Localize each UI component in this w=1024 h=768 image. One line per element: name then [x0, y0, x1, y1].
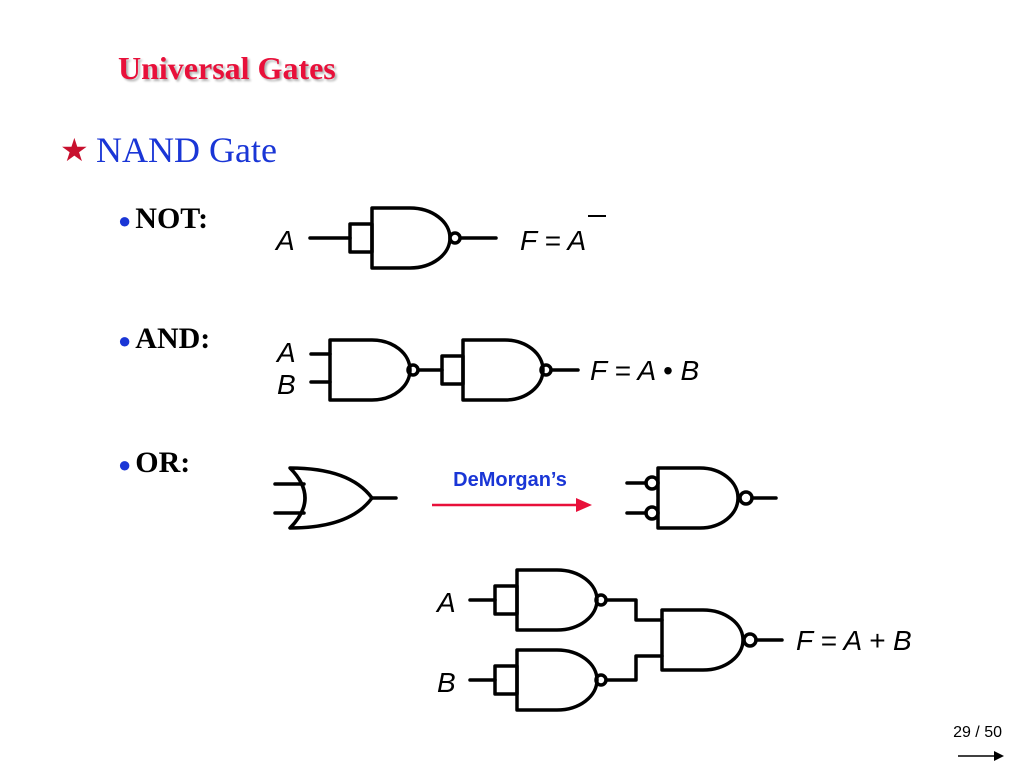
demorgan-label: DeMorgan’s: [453, 469, 567, 491]
and-output-label: F = A • B: [590, 355, 699, 386]
not-input-label: A: [274, 225, 295, 256]
nand-bubbled-inputs: [625, 466, 778, 530]
bullet-icon: ●: [118, 452, 132, 477]
and-input-a-label: A: [275, 337, 296, 368]
or-gate: [273, 466, 398, 530]
bullet-label-not: NOT:: [135, 202, 209, 235]
or-nand-implementation: [468, 568, 784, 712]
bullet-icon: ●: [118, 328, 132, 353]
bullet-or: ● OR:: [118, 446, 190, 480]
bullet-icon: ●: [118, 208, 132, 233]
or-output-label: F = A + B: [796, 625, 912, 656]
next-slide-arrow-icon[interactable]: [956, 750, 1006, 762]
slide-title: Universal Gates: [118, 50, 336, 86]
not-output-label: F = A: [520, 225, 586, 256]
page-number: 29 / 50: [953, 724, 1002, 741]
star-icon: ★: [60, 132, 89, 168]
bullet-not: ● NOT:: [118, 202, 208, 236]
not-circuit: [308, 206, 498, 270]
and-input-b-label: B: [277, 369, 296, 400]
and-circuit: [309, 338, 580, 402]
bullet-label-and: AND:: [135, 322, 211, 355]
or-input-b-label: B: [437, 667, 456, 698]
demorgan-arrow: [432, 498, 592, 512]
bullet-label-or: OR:: [135, 446, 191, 479]
or-input-a-label: A: [435, 587, 456, 618]
bullet-and: ● AND:: [118, 322, 210, 356]
section-heading: NAND Gate: [96, 130, 277, 170]
